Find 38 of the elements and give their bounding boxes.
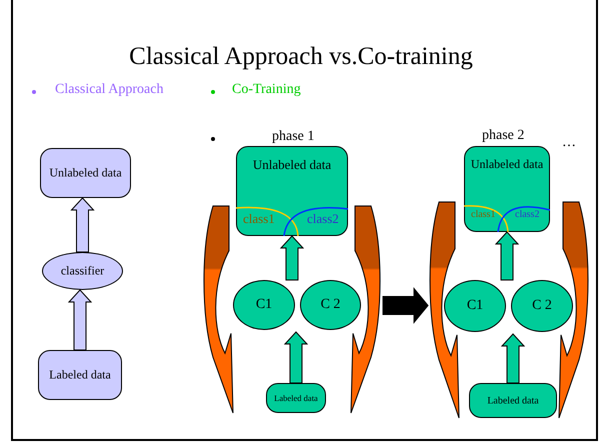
curved-arrow xyxy=(430,202,460,418)
ellipsis: … xyxy=(562,136,576,150)
curved-arrow xyxy=(204,206,234,414)
data-box xyxy=(266,383,326,413)
data-box xyxy=(236,146,348,236)
bullet-text: Classical Approach xyxy=(55,83,164,97)
curved-arrow xyxy=(558,202,588,418)
data-box xyxy=(40,148,131,198)
bullet-text: Co-Training xyxy=(232,83,301,97)
node-label: Unlabeled data xyxy=(48,166,123,180)
node-label: C1 xyxy=(254,297,274,313)
node-label: C 2 xyxy=(531,298,553,314)
block-arrow xyxy=(494,231,520,280)
block-arrow xyxy=(382,287,429,324)
block-arrow xyxy=(500,333,526,384)
node-label: Unlabeled data xyxy=(470,157,544,172)
node-label: Labeled data xyxy=(486,395,540,406)
node-label: C 2 xyxy=(320,297,342,313)
node-label: Unlabeled data xyxy=(252,157,332,173)
block-arrow xyxy=(280,235,304,280)
node-label: classifier xyxy=(60,264,106,278)
curved-arrow xyxy=(350,206,380,414)
node-label: Labeled data xyxy=(273,393,319,403)
class-label: class1 xyxy=(243,211,275,227)
class-label: class2 xyxy=(307,211,339,227)
block-arrow xyxy=(68,289,92,350)
block-arrow xyxy=(284,331,308,384)
block-arrow xyxy=(70,197,95,252)
node-label: Labeled data xyxy=(48,368,112,382)
title: Classical Approach vs.Co-training xyxy=(128,44,474,69)
class-label: class1 xyxy=(471,209,496,220)
node-label: C1 xyxy=(466,298,484,314)
data-box xyxy=(464,146,550,232)
class-label: class2 xyxy=(515,209,540,220)
classifier-ellipse xyxy=(511,280,573,332)
data-box xyxy=(38,350,122,400)
classifier-ellipse xyxy=(444,280,506,332)
data-box xyxy=(469,383,557,418)
